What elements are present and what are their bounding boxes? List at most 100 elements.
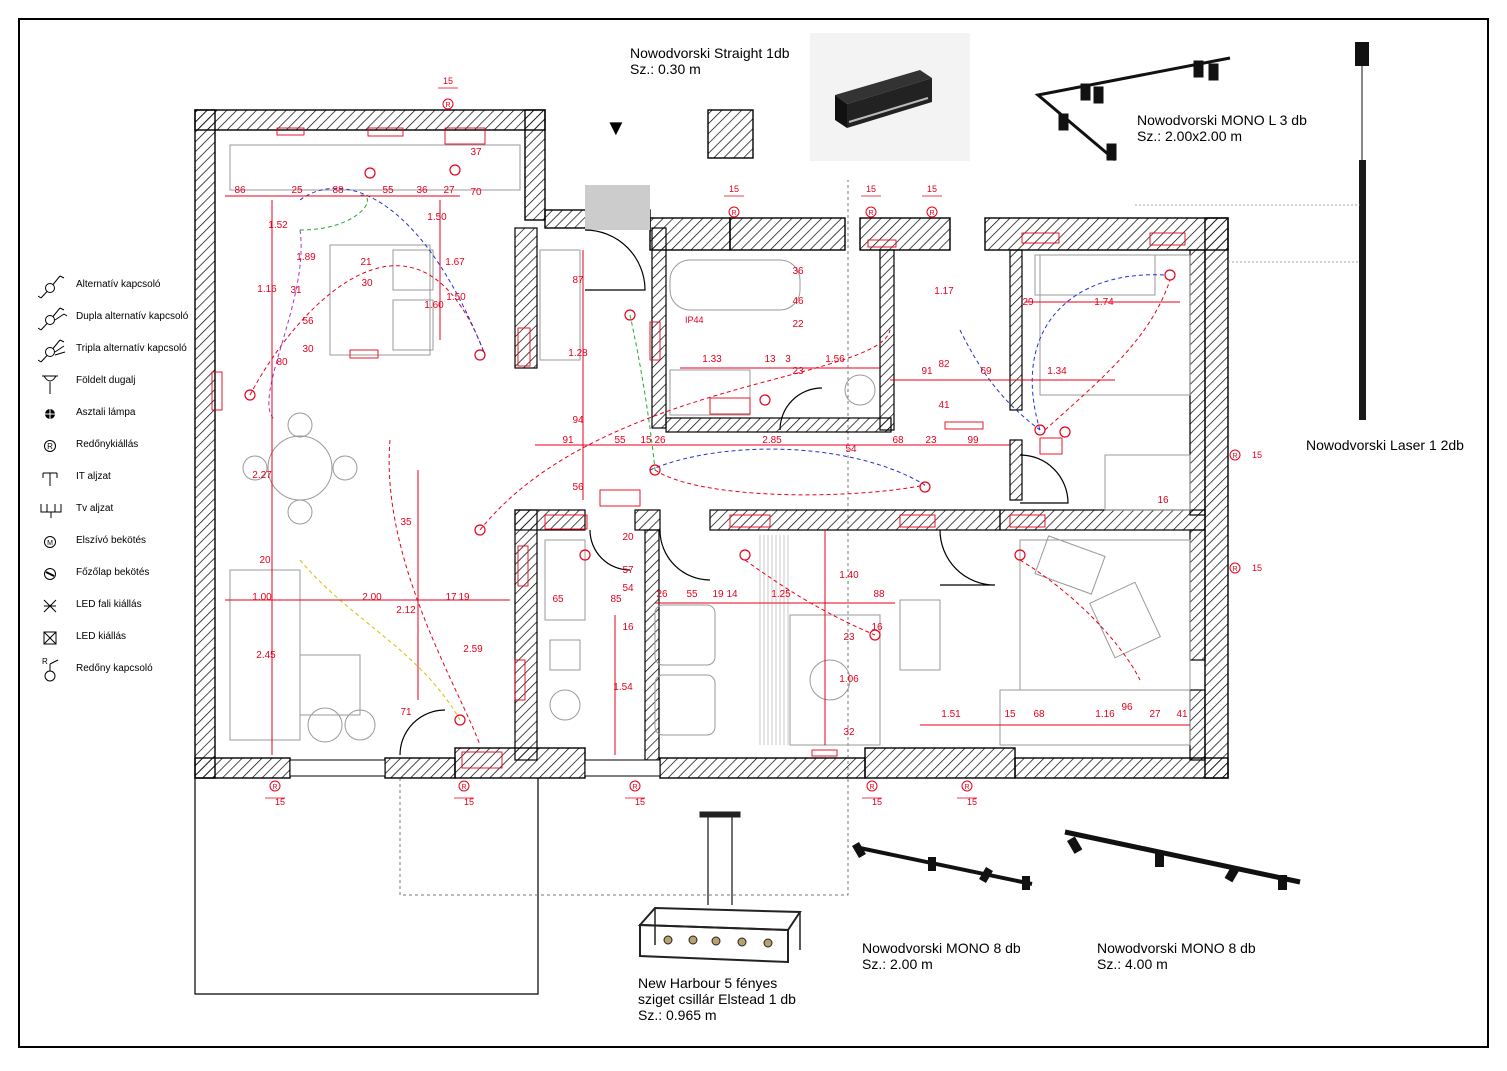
dimension-label: 1.89	[296, 252, 316, 263]
shutter-outlet-marker: R15	[862, 780, 882, 807]
switch-symbol	[454, 714, 466, 726]
dimension-label: 31	[290, 285, 302, 296]
legend-label: Tripla alternatív kapcsoló	[76, 343, 187, 354]
double-alternative-switch-icon	[38, 307, 68, 331]
mono-l-name: Nowodvorski MONO L 3 db	[1137, 112, 1307, 128]
dimension-label: 27	[1149, 709, 1161, 720]
shutter-tag: R	[731, 210, 736, 217]
mono-2m-name: Nowodvorski MONO 8 db	[862, 940, 1021, 956]
furniture	[229, 144, 1191, 746]
legend-label: Főzőlap bekötés	[76, 567, 150, 578]
dimension-label: 68	[1033, 709, 1045, 720]
mono-2m-size: Sz.: 2.00 m	[862, 956, 933, 972]
straight-size: Sz.: 0.30 m	[630, 61, 701, 77]
shutter-tag: R	[868, 210, 873, 217]
dimension-label: 41	[1176, 709, 1188, 720]
dimension-label: 23	[792, 366, 804, 377]
windows	[289, 759, 661, 777]
dimension-label: 1.06	[839, 674, 859, 685]
dimension-label: 16	[871, 622, 883, 633]
dimension-label: 1.54	[613, 682, 633, 693]
dimension-label: 15	[640, 435, 652, 446]
legend-label: Redőny kapcsoló	[76, 663, 153, 674]
shutter-tag: R	[869, 784, 874, 791]
shutter-tag: R	[964, 784, 969, 791]
dimension-label: 68	[892, 435, 904, 446]
legend-item-double-alternative-switch: Dupla alternatív kapcsoló	[38, 304, 208, 332]
dimension-label: 1.52	[268, 220, 288, 231]
legend-item-hob: Főzőlap bekötés	[38, 560, 208, 588]
shutter-outlet-icon	[458, 780, 470, 792]
dimension-label: 21	[360, 257, 372, 268]
dimension-label: 1.67	[445, 257, 465, 268]
dimension-label: 56	[302, 316, 314, 327]
dimension-label: 2.27	[252, 470, 272, 481]
terrace-outline	[194, 778, 539, 995]
shutter-offset-label: 15	[967, 797, 977, 807]
shutter-tag: R	[632, 784, 637, 791]
svg-text:R: R	[42, 657, 48, 666]
shutter-offset-label: 15	[729, 184, 739, 194]
dimension-label: 1.50	[446, 292, 466, 303]
dimension-label: 54	[622, 583, 634, 594]
dimension-label: 55	[614, 435, 626, 446]
shutter-outlet-marker: R 15	[957, 780, 977, 807]
dimension-label: 2.12	[396, 605, 416, 616]
chandelier-caption: New Harbour 5 fényes sziget csillár Elst…	[638, 975, 796, 1023]
shutter-offset-label: 15	[866, 184, 876, 194]
dimension-label: 57	[622, 565, 634, 576]
shutter-outlet-icon	[1229, 562, 1241, 574]
door-swings	[399, 229, 1069, 756]
switch-symbols	[244, 164, 1176, 726]
shutter-offset-label: 15	[443, 76, 453, 86]
triple-alternative-switch-icon	[38, 339, 66, 363]
dimension-label: 88	[332, 185, 344, 196]
dimension-label: 1.34	[1047, 366, 1067, 377]
dimension-label: 46	[792, 296, 804, 307]
dimension-label: 1.50	[427, 212, 447, 223]
dimension-label: 94	[572, 415, 584, 426]
switch-symbol	[624, 309, 636, 321]
dimension-label: 87	[572, 275, 584, 286]
dimension-label: 26	[654, 435, 666, 446]
table-lamp-icon	[45, 409, 55, 419]
legend-item-alternative-switch: Alternatív kapcsoló	[38, 272, 208, 300]
dimension-label: 30	[302, 344, 314, 355]
dimension-label: 25	[291, 185, 303, 196]
legend-item-tv-socket: Tv aljzat	[38, 496, 208, 524]
shutter-tag: R	[929, 210, 934, 217]
dimension-label: 56	[572, 482, 584, 493]
switch-symbol	[474, 524, 486, 536]
mono-2m-caption: Nowodvorski MONO 8 db Sz.: 2.00 m	[862, 940, 1021, 972]
dimension-label: 80	[276, 357, 288, 368]
dimension-label: 23	[843, 632, 855, 643]
dimension-label: 99	[967, 435, 979, 446]
legend-label: IT aljzat	[76, 471, 111, 482]
switch-symbol	[1014, 549, 1026, 561]
shutter-tag: R	[1232, 453, 1237, 460]
dimension-label: 55	[382, 185, 394, 196]
grounded-socket-icon	[42, 375, 58, 394]
shutter-outlet-icon: R	[44, 440, 56, 452]
dimension-label: 69	[980, 366, 992, 377]
shutter-outlet-marker: R 15	[724, 184, 744, 218]
dimension-label: 65	[552, 594, 564, 605]
dimension-label: 1.60	[424, 300, 444, 311]
sheet-frame	[18, 18, 1489, 1048]
shutter-outlet-icon	[269, 780, 281, 792]
dimension-label: 32	[843, 727, 855, 738]
led-wall-outlet-icon	[43, 599, 57, 613]
svg-text:M: M	[47, 540, 53, 547]
shutter-outlet-icon	[926, 206, 938, 218]
shutter-offset-label: 15	[1252, 563, 1262, 573]
hob-connection-icon	[44, 568, 56, 580]
dimension-label: 1.16	[257, 284, 277, 295]
dimension-label: 71	[400, 707, 412, 718]
tv-socket-icon	[40, 504, 62, 518]
switch-symbol	[649, 464, 661, 476]
legend-item-table-lamp: Asztali lámpa	[38, 400, 208, 428]
